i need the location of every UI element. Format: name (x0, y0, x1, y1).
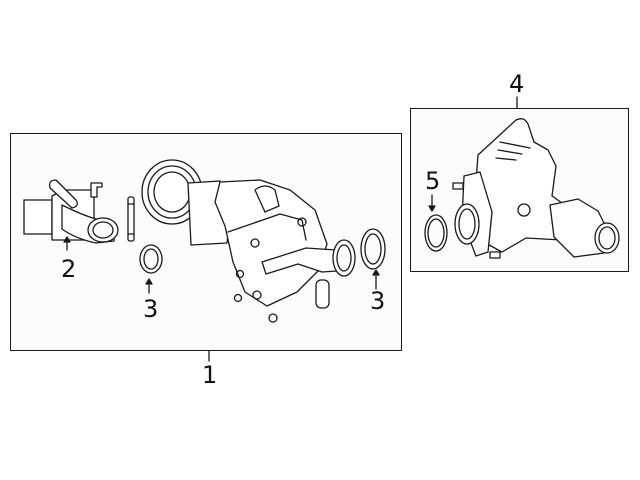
o-ring-left-icon (139, 244, 163, 294)
o-ring-thermostat-icon (424, 194, 448, 252)
callout-4: 4 (509, 70, 525, 98)
inlet-connector-icon (23, 179, 119, 251)
thermostat-housing-icon (452, 118, 620, 259)
dowel-pin-icon (127, 196, 135, 242)
callout-1: 1 (202, 361, 218, 389)
callout-2: 2 (61, 255, 77, 283)
o-ring-right-icon (360, 228, 386, 290)
callout-3-right: 3 (370, 287, 386, 315)
callout-5: 5 (425, 167, 441, 195)
callout-3-left: 3 (143, 295, 159, 323)
water-pump-icon (141, 159, 356, 323)
